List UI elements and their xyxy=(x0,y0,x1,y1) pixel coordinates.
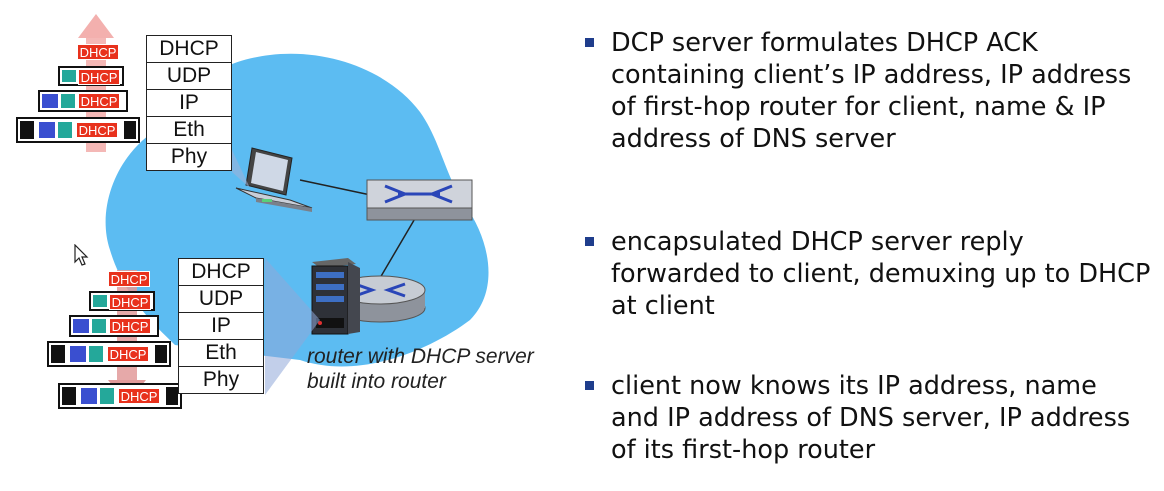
bottom-eth-dhcp-label: DHCP xyxy=(107,346,149,362)
udp-block xyxy=(100,388,114,404)
eth-trailer-block xyxy=(166,387,178,405)
bullet-item: client now knows its IP address, name an… xyxy=(585,370,1151,466)
switch-router-link xyxy=(379,209,421,279)
bullet-text: client now knows its IP address, name an… xyxy=(611,371,1131,465)
top-udp-dhcp-label: DHCP xyxy=(78,69,120,85)
bottom-stack-fan xyxy=(265,258,320,395)
layer-phy: Phy xyxy=(178,366,264,394)
layer-eth: Eth xyxy=(146,116,232,144)
eth-trailer-block xyxy=(124,121,136,139)
layer-udp: UDP xyxy=(146,62,232,90)
udp-block xyxy=(58,122,72,138)
udp-block xyxy=(62,70,76,82)
ip-block xyxy=(73,319,89,333)
layer-dhcp: DHCP xyxy=(146,35,232,63)
layer-ip: IP xyxy=(178,312,264,340)
top-stack-fan xyxy=(232,150,250,188)
mouse-cursor-icon xyxy=(74,244,89,266)
switch-icon xyxy=(366,179,473,221)
eth-header-block xyxy=(62,387,76,405)
bullet-square-icon xyxy=(585,381,594,390)
server-protocol-stack: DHCP UDP IP Eth Phy xyxy=(178,258,264,394)
layer-phy: Phy xyxy=(146,143,232,171)
bullet-square-icon xyxy=(585,237,594,246)
bullet-item: encapsulated DHCP server reply forwarded… xyxy=(585,226,1151,322)
ip-block xyxy=(39,122,55,138)
top-eth-dhcp-label: DHCP xyxy=(76,122,118,138)
bottom-ip-packet: DHCP xyxy=(69,315,159,337)
top-dhcp-label: DHCP xyxy=(77,44,119,60)
bottom-udp-packet: DHCP xyxy=(89,291,155,311)
bullet-square-icon xyxy=(585,38,594,47)
top-eth-packet: DHCP xyxy=(16,117,140,143)
layer-udp: UDP xyxy=(178,285,264,313)
bullet-text: DCP server formulates DHCP ACK containin… xyxy=(611,28,1132,154)
layer-ip: IP xyxy=(146,89,232,117)
eth-header-block xyxy=(20,121,34,139)
top-ip-dhcp-label: DHCP xyxy=(78,93,120,109)
udp-block xyxy=(61,94,75,108)
bottom-dhcp-label: DHCP xyxy=(108,271,150,287)
ip-block xyxy=(81,388,97,404)
bottom-phy-dhcp-label: DHCP xyxy=(118,388,160,404)
eth-trailer-block xyxy=(155,345,167,363)
layer-eth: Eth xyxy=(178,339,264,367)
eth-header-block xyxy=(51,345,65,363)
top-udp-packet: DHCP xyxy=(58,66,124,86)
bottom-udp-dhcp-label: DHCP xyxy=(109,294,151,310)
ip-block xyxy=(70,346,86,362)
bottom-phy-packet: DHCP xyxy=(58,383,182,409)
udp-block xyxy=(89,346,103,362)
laptop-icon xyxy=(235,147,313,212)
router-caption: router with DHCP server built into route… xyxy=(307,345,534,393)
udp-block xyxy=(92,319,106,333)
bullet-item: DCP server formulates DHCP ACK containin… xyxy=(585,27,1151,155)
bottom-eth-packet: DHCP xyxy=(47,341,171,367)
dhcp-server-icon xyxy=(311,258,360,335)
bullet-text: encapsulated DHCP server reply forwarded… xyxy=(611,227,1151,321)
layer-dhcp: DHCP xyxy=(178,258,264,286)
udp-block xyxy=(93,295,107,307)
ip-block xyxy=(42,94,58,108)
bottom-ip-dhcp-label: DHCP xyxy=(109,318,151,334)
top-ip-packet: DHCP xyxy=(38,90,128,112)
client-protocol-stack: DHCP UDP IP Eth Phy xyxy=(146,35,232,171)
